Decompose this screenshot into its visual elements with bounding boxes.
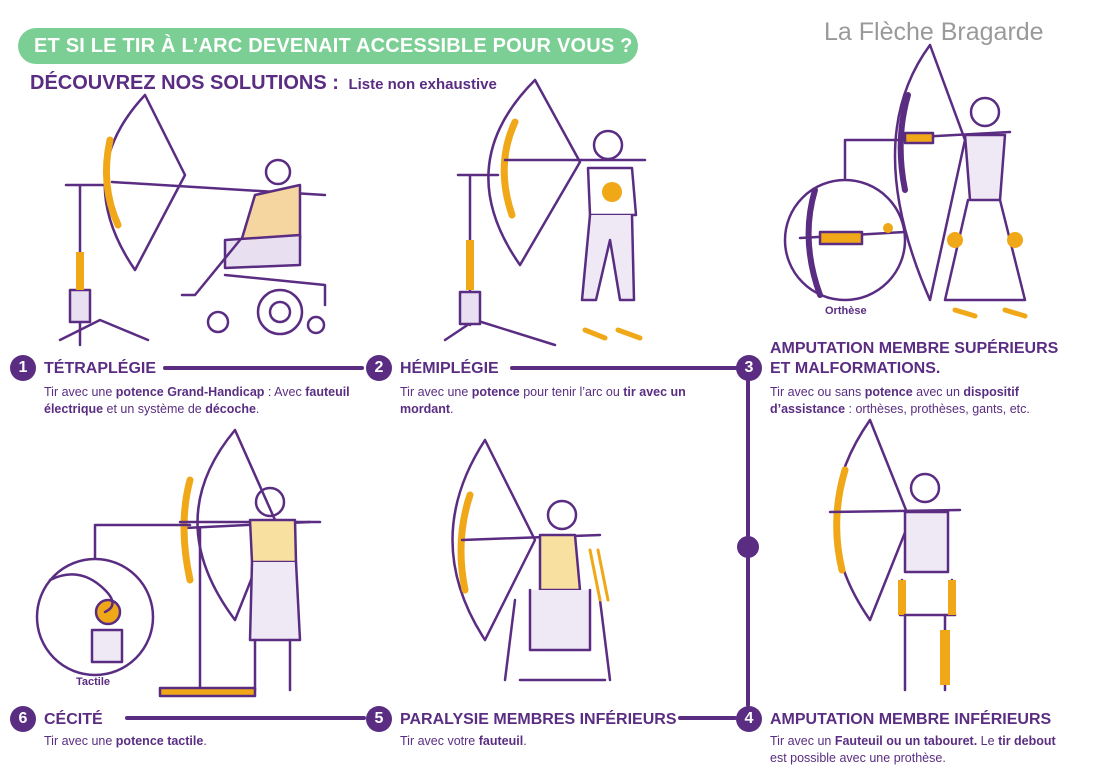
item-number-5: 5 [366,706,392,732]
subtitle-main: DÉCOUVREZ NOS SOLUTIONS : [30,72,339,94]
illustration-upper-amputation [783,43,1028,319]
desc-segment: pour tenir l’arc ou [519,385,624,399]
desc-segment: . [203,734,207,748]
item-title-1: TÉTRAPLÉGIE [44,360,157,377]
title-banner: ET SI LE TIR À L’ARC DEVENAIT ACCESSIBLE… [18,28,638,64]
item-title-6: CÉCITÉ [44,711,103,728]
item-title-3-line2: ET MALFORMATIONS. [770,360,941,377]
desc-segment: : orthèses, prothèses, gants, etc. [845,402,1030,416]
item-number-4: 4 [736,706,762,732]
desc-segment: Tir avec une [44,734,116,748]
caption-orthese: Orthèse [825,305,867,317]
brand-name: La Flèche Bragarde [824,18,1044,46]
illustration-tetraplegia [58,93,327,347]
desc-segment: tir avec un mordant [400,385,686,416]
desc-segment: Tir avec une [400,385,472,399]
desc-segment: Tir avec ou sans [770,385,865,399]
desc-segment: dispositif d’assistance [770,385,1019,416]
illustration-hemiplegia [443,78,647,347]
item-desc-4: Tir avec un Fauteuil ou un tabouret. Le … [770,733,1065,767]
desc-segment: potence [471,385,520,399]
desc-segment: Tir avec une [44,385,116,399]
desc-segment: Fauteuil ou un tabouret. [834,734,978,748]
item-number-3: 3 [736,355,762,381]
subtitle-note: Liste non exhaustive [348,76,497,93]
connector-dot [737,536,759,558]
illustration-paralysis [451,438,612,682]
item-title-3: AMPUTATION MEMBRE SUPÉRIEURS [770,340,1059,357]
desc-segment: fauteuil [478,734,524,748]
desc-segment: fauteuil électrique [44,385,350,416]
item-desc-3: Tir avec ou sans potence avec un disposi… [770,384,1075,418]
item-number-6: 6 [10,706,36,732]
item-title-5: PARALYSIE MEMBRES INFÉRIEURS [400,711,677,728]
item-desc-5: Tir avec votre fauteuil. [400,733,700,750]
desc-segment: . [255,402,260,416]
item-number-2: 2 [366,355,392,381]
item-desc-6: Tir avec une potence tactile. [44,733,344,750]
desc-segment: . [523,734,527,748]
desc-segment: : Avec [264,385,306,399]
item-desc-2: Tir avec une potence pour tenir l’arc ou… [400,384,725,418]
desc-segment: avec un [912,385,964,399]
connector-lines [125,366,750,720]
item-title-2: HÉMIPLÉGIE [400,360,499,377]
item-desc-1: Tir avec une potence Grand-Handicap : Av… [44,384,364,418]
desc-segment: potence tactile [115,734,204,748]
desc-segment: tir debout [998,734,1056,748]
desc-segment: et un système de [103,402,206,416]
title-banner-text: ET SI LE TIR À L’ARC DEVENAIT ACCESSIBLE… [34,34,633,57]
illustration-blindness [35,428,322,698]
desc-segment: Tir avec votre [400,734,479,748]
desc-segment: potence Grand-Handicap [115,385,265,399]
item-title-4: AMPUTATION MEMBRE INFÉRIEURS [770,711,1052,728]
caption-tactile: Tactile [76,676,111,688]
illustration-lower-amputation [828,418,962,692]
desc-segment: décoche [205,402,256,416]
desc-segment: . [450,402,454,416]
item-number-1: 1 [10,355,36,381]
subtitle: DÉCOUVREZ NOS SOLUTIONS : Liste non exha… [30,72,497,95]
desc-segment: Le [977,734,999,748]
desc-segment: Tir avec un [770,734,835,748]
desc-segment: potence [864,385,913,399]
desc-segment: est possible avec une prothèse. [770,751,946,765]
